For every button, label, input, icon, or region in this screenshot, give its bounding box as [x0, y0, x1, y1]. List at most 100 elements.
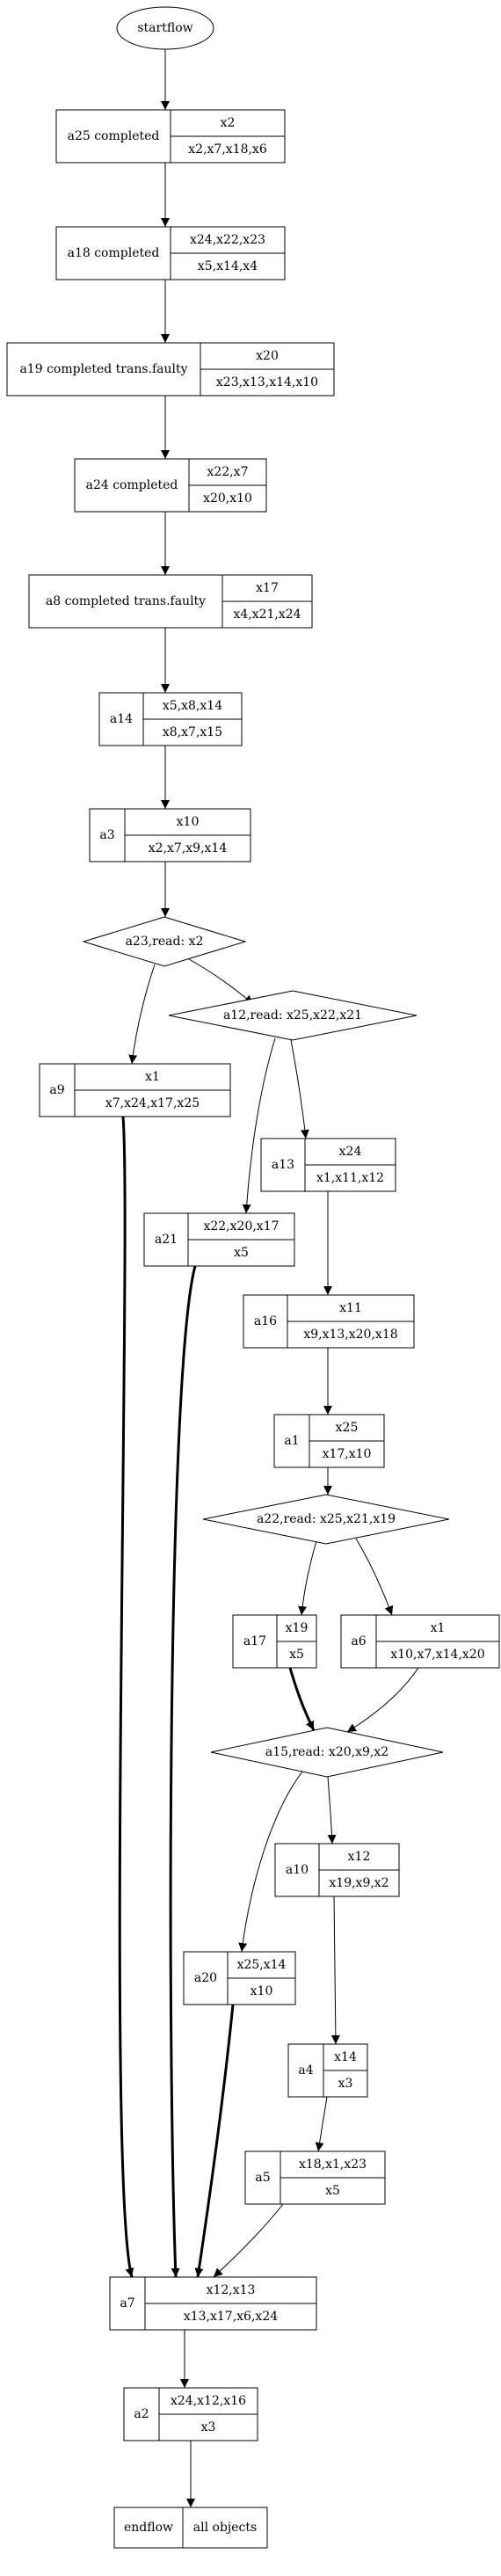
edge-a5-to-a7 — [213, 2203, 284, 2278]
node-d12: a12,read: x25,x22,x21 — [168, 990, 418, 1041]
decision-label: a12,read: x25,x22,x21 — [223, 1008, 362, 1022]
node-a1: a1 x25 x17,x10 — [273, 1414, 385, 1468]
record-label: a18 completed — [68, 246, 160, 260]
record-outputs: x13,x17,x6,x24 — [184, 2310, 278, 2324]
decision-label: a23,read: x2 — [126, 935, 204, 949]
decision-shape — [168, 990, 418, 1041]
record-inputs: x18,x1,x23 — [299, 2158, 367, 2172]
record-outputs: x9,x13,x20,x18 — [303, 1328, 397, 1342]
record-label: a21 — [155, 1233, 178, 1247]
record-label: endflow — [124, 2521, 173, 2535]
record-inputs: x22,x20,x17 — [203, 1219, 279, 1233]
edge-a6-to-d15 — [346, 1667, 419, 1733]
node-a9: a9 x1 x7,x24,x17,x25 — [39, 1063, 231, 1117]
record-label: a8 completed trans.faulty — [46, 594, 206, 608]
node-a2: a2 x24,x12,x16 x3 — [123, 2387, 258, 2441]
record-outputs: x1,x11,x12 — [316, 1171, 384, 1185]
record-label: a14 — [110, 712, 133, 726]
node-a24: a24 completed x22,x7 x20,x10 — [74, 458, 267, 513]
record-inputs: x25 — [336, 1421, 359, 1435]
record-label: a24 completed — [86, 478, 178, 492]
record-outputs: x3 — [201, 2420, 216, 2434]
record-outputs: x19,x9,x2 — [329, 1876, 388, 1890]
node-a16: a16 x11 x9,x13,x20,x18 — [243, 1294, 415, 1349]
edge-d12-to-a21 — [242, 1037, 276, 1214]
edge-d12-to-a13 — [290, 1039, 309, 1139]
record-label: a16 — [254, 1314, 277, 1328]
decision-shape — [82, 916, 247, 967]
record-box — [113, 2507, 268, 2549]
node-a10: a10 x12 x19,x9,x2 — [274, 1843, 400, 1897]
node-a14: a14 x5,x8,x14 x8,x7,x15 — [98, 692, 243, 746]
decision-shape — [202, 1494, 450, 1545]
record-label: a1 — [284, 1434, 299, 1448]
record-outputs: x20,x10 — [203, 491, 252, 506]
node-a13: a13 x24 x1,x11,x12 — [260, 1138, 396, 1192]
record-inputs: x25,x14 — [237, 1958, 287, 1972]
record-label: a25 completed — [68, 129, 160, 143]
record-inputs: x14 — [334, 2050, 357, 2064]
record-label: a17 — [243, 1634, 266, 1648]
record-label: a2 — [134, 2407, 149, 2421]
record-label: a13 — [272, 1158, 294, 1172]
edge-a9-to-a7 — [118, 1116, 134, 2278]
decision-shape — [210, 1727, 444, 1778]
record-label: a10 — [286, 1863, 309, 1877]
record-inputs: x2 — [221, 116, 236, 130]
record-outputs: x10 — [250, 1984, 273, 1998]
record-inputs: x20 — [256, 349, 279, 363]
decision-label: a15,read: x20,x9,x2 — [265, 1745, 388, 1759]
node-d15: a15,read: x20,x9,x2 — [210, 1727, 444, 1778]
edge-d22-to-a17 — [298, 1540, 317, 1616]
record-inputs: x17 — [256, 581, 279, 595]
record-inputs: x11 — [339, 1301, 362, 1315]
record-label: a9 — [49, 1083, 64, 1097]
record-outputs: x2,x7,x9,x14 — [149, 841, 228, 855]
decision-label: a22,read: x25,x21,x19 — [257, 1512, 396, 1526]
edge-a20-to-a7 — [194, 2004, 235, 2278]
record-inputs: x12,x13 — [207, 2283, 256, 2297]
record-outputs: x8,x7,x15 — [163, 725, 222, 739]
record-inputs: x22,x7 — [207, 465, 249, 479]
edge-a21-to-a7 — [169, 1265, 197, 2278]
record-outputs: x5 — [325, 2184, 340, 2198]
record-inputs: x1 — [145, 1070, 160, 1084]
edge-d15-to-a20 — [238, 1771, 303, 1953]
record-outputs: x10,x7,x14,x20 — [390, 1648, 484, 1662]
node-startflow: startflow — [116, 6, 214, 50]
record-inputs: all objects — [193, 2521, 257, 2535]
node-a19: a19 completed trans.faultyx20x23,x13,x14… — [6, 342, 335, 397]
node-d23: a23,read: x2 — [82, 916, 247, 967]
record-outputs: x3 — [338, 2077, 353, 2091]
record-inputs: x5,x8,x14 — [163, 699, 222, 713]
edge-d23-to-a9 — [128, 964, 156, 1065]
record-label: a6 — [351, 1634, 366, 1648]
record-outputs: x7,x24,x17,x25 — [105, 1096, 200, 1110]
edge-d22-to-a6 — [355, 1538, 394, 1616]
edge-a10-to-a4 — [330, 1896, 340, 2045]
edge-a17-to-d15 — [288, 1667, 316, 1731]
record-outputs: x4,x21,x24 — [233, 608, 301, 622]
node-endflow: endflow all objects — [113, 2507, 268, 2549]
record-outputs: x17,x10 — [323, 1447, 372, 1461]
node-a8: a8 completed trans.faulty x17 x4,x21,x24 — [28, 574, 313, 629]
record-inputs: x24 — [339, 1145, 362, 1159]
edge-d23-to-d12 — [188, 958, 254, 1005]
edges — [118, 49, 419, 2507]
record-outputs: x5,x14,x4 — [198, 259, 258, 273]
record-label: a7 — [120, 2296, 134, 2310]
edge-d15-to-a10 — [327, 1776, 337, 1845]
record-outputs: x5 — [234, 1246, 249, 1260]
node-d22: a22,read: x25,x21,x19 — [202, 1494, 450, 1545]
record-inputs: x24,x12,x16 — [171, 2394, 246, 2408]
record-inputs: x12 — [348, 1850, 371, 1864]
record-label: a4 — [298, 2063, 313, 2078]
record-inputs: x24,x22,x23 — [190, 233, 265, 247]
